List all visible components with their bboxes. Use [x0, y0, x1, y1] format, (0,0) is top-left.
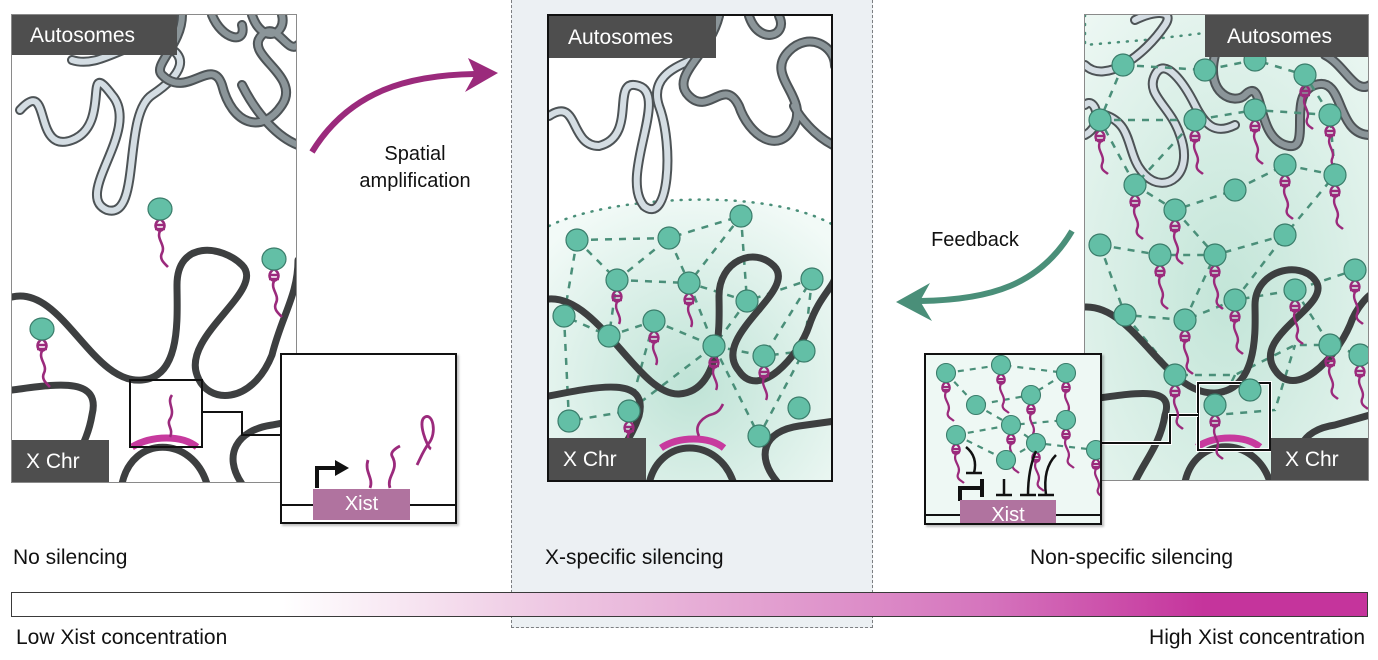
zoom-region-box: [129, 379, 203, 448]
repression-arrows: [965, 446, 1057, 497]
xist-rna-protein-complex: [146, 196, 174, 269]
spatial-amplification-label: Spatial amplification: [340, 141, 490, 195]
feedback-label-text: Feedback: [931, 229, 1019, 251]
nascent-rna: [696, 403, 725, 437]
spatial-amplification-arrow: [309, 58, 498, 154]
xchr-tag: X Chr: [1271, 438, 1368, 480]
autosomes-label: Autosomes: [30, 23, 136, 47]
low-concentration-label: Low Xist concentration: [16, 626, 228, 649]
xchr-tag: X Chr: [12, 440, 109, 482]
xchr-label: X Chr: [563, 447, 617, 471]
autosomes-tag: Autosomes: [1205, 15, 1368, 57]
transcript-rna: [365, 459, 373, 489]
inset-xist-repression: Xist: [924, 353, 1102, 525]
feedback-arrow: [896, 229, 1075, 321]
panel-no-silencing: Autosomes X Chr: [11, 14, 297, 483]
panel-x-specific-drawing: [549, 16, 831, 480]
promoter-arrow-icon: [315, 466, 337, 488]
caption-x-specific-silencing: X-specific silencing: [545, 546, 724, 569]
label-line-1: Spatial: [384, 143, 446, 165]
xist-locus: [659, 435, 727, 452]
autosomes-label: Autosomes: [568, 25, 674, 49]
caption-no-silencing: No silencing: [13, 546, 128, 569]
xchr-tag: X Chr: [549, 438, 646, 480]
autosomes-tag: Autosomes: [549, 16, 716, 58]
zoom-connector: [202, 411, 296, 436]
xist-locus: [1195, 434, 1263, 451]
autosomes-tag: Autosomes: [12, 15, 177, 55]
xist-concentration-gradient-bar: [11, 592, 1368, 617]
panel-non-specific-drawing: [1085, 15, 1368, 480]
xchr-label: X Chr: [1285, 447, 1339, 471]
transcript-rna: [387, 444, 401, 489]
panel-x-specific-silencing: Autosomes X Chr: [547, 14, 833, 482]
inset-xist-transcription: Xist: [280, 353, 457, 524]
nascent-rna: [167, 394, 174, 438]
xist-locus: [130, 434, 200, 451]
promoter-arrowhead-icon: [335, 460, 349, 476]
xist-gene-box: Xist: [960, 500, 1056, 525]
high-concentration-label: High Xist concentration: [1149, 626, 1365, 649]
caption-non-specific-silencing: Non-specific silencing: [1030, 546, 1234, 569]
autosomes-label: Autosomes: [1227, 24, 1333, 48]
zoom-connector: [1085, 414, 1198, 444]
arrow-shaft: [919, 229, 1075, 304]
panel-non-specific-silencing: Autosomes X Chr: [1084, 14, 1369, 481]
xist-gene-box: Xist: [313, 489, 410, 520]
feedback-label: Feedback: [905, 227, 1045, 254]
arrowhead-icon: [465, 58, 498, 92]
arrowhead-icon: [896, 283, 932, 321]
xist-gene-label: Xist: [344, 493, 379, 515]
arrow-shaft: [309, 71, 476, 154]
xist-rna-protein-complex: [28, 316, 56, 389]
xchr-label: X Chr: [26, 449, 80, 473]
xist-gene-label: Xist: [991, 504, 1025, 525]
cloud-boundary: [549, 198, 831, 228]
transcript-rna: [415, 415, 435, 466]
panel-no-silencing-drawing: [12, 15, 296, 482]
label-line-2: amplification: [359, 170, 471, 192]
xist-rna-protein-complex: [260, 246, 288, 319]
autosome-dark: [155, 15, 296, 150]
promoter-repressed-icon: [958, 486, 982, 501]
